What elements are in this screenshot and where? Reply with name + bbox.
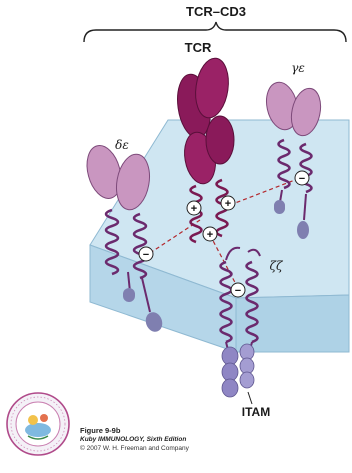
itam-label: ITAM <box>242 405 270 419</box>
tcr-beta-constant <box>206 116 234 164</box>
zeta-itam-chain-left <box>222 347 238 397</box>
tcr-label: TCR <box>185 40 212 55</box>
positive-charge-sign: + <box>225 198 231 210</box>
epsilon2-itam <box>297 221 309 239</box>
gamma-epsilon-label: γε <box>291 61 305 75</box>
itam-pointer <box>248 392 252 404</box>
delta-tail <box>123 288 135 302</box>
gamma-tail <box>274 200 285 214</box>
positive-charge-sign: + <box>207 229 213 241</box>
complex-brace <box>84 22 346 42</box>
publisher-seal-logo <box>7 393 69 455</box>
zeta-zeta-label: ζζ <box>269 259 284 273</box>
figure-caption: Figure 9-9b Kuby IMMUNOLOGY, Sixth Editi… <box>80 426 340 453</box>
complex-title: TCR–CD3 <box>186 4 246 19</box>
negative-charge-sign: − <box>299 173 305 185</box>
delta-epsilon-label: δε <box>115 138 129 152</box>
book-title: Kuby IMMUNOLOGY, Sixth Edition <box>80 435 340 444</box>
positive-charge-sign: + <box>191 203 197 215</box>
copyright-line: © 2007 W. H. Freeman and Company <box>80 444 340 453</box>
zeta-itam-chain-right <box>240 344 254 388</box>
negative-charge-sign: − <box>143 249 149 261</box>
figure-number: Figure 9-9b <box>80 426 340 435</box>
negative-charge-sign: − <box>235 285 241 297</box>
